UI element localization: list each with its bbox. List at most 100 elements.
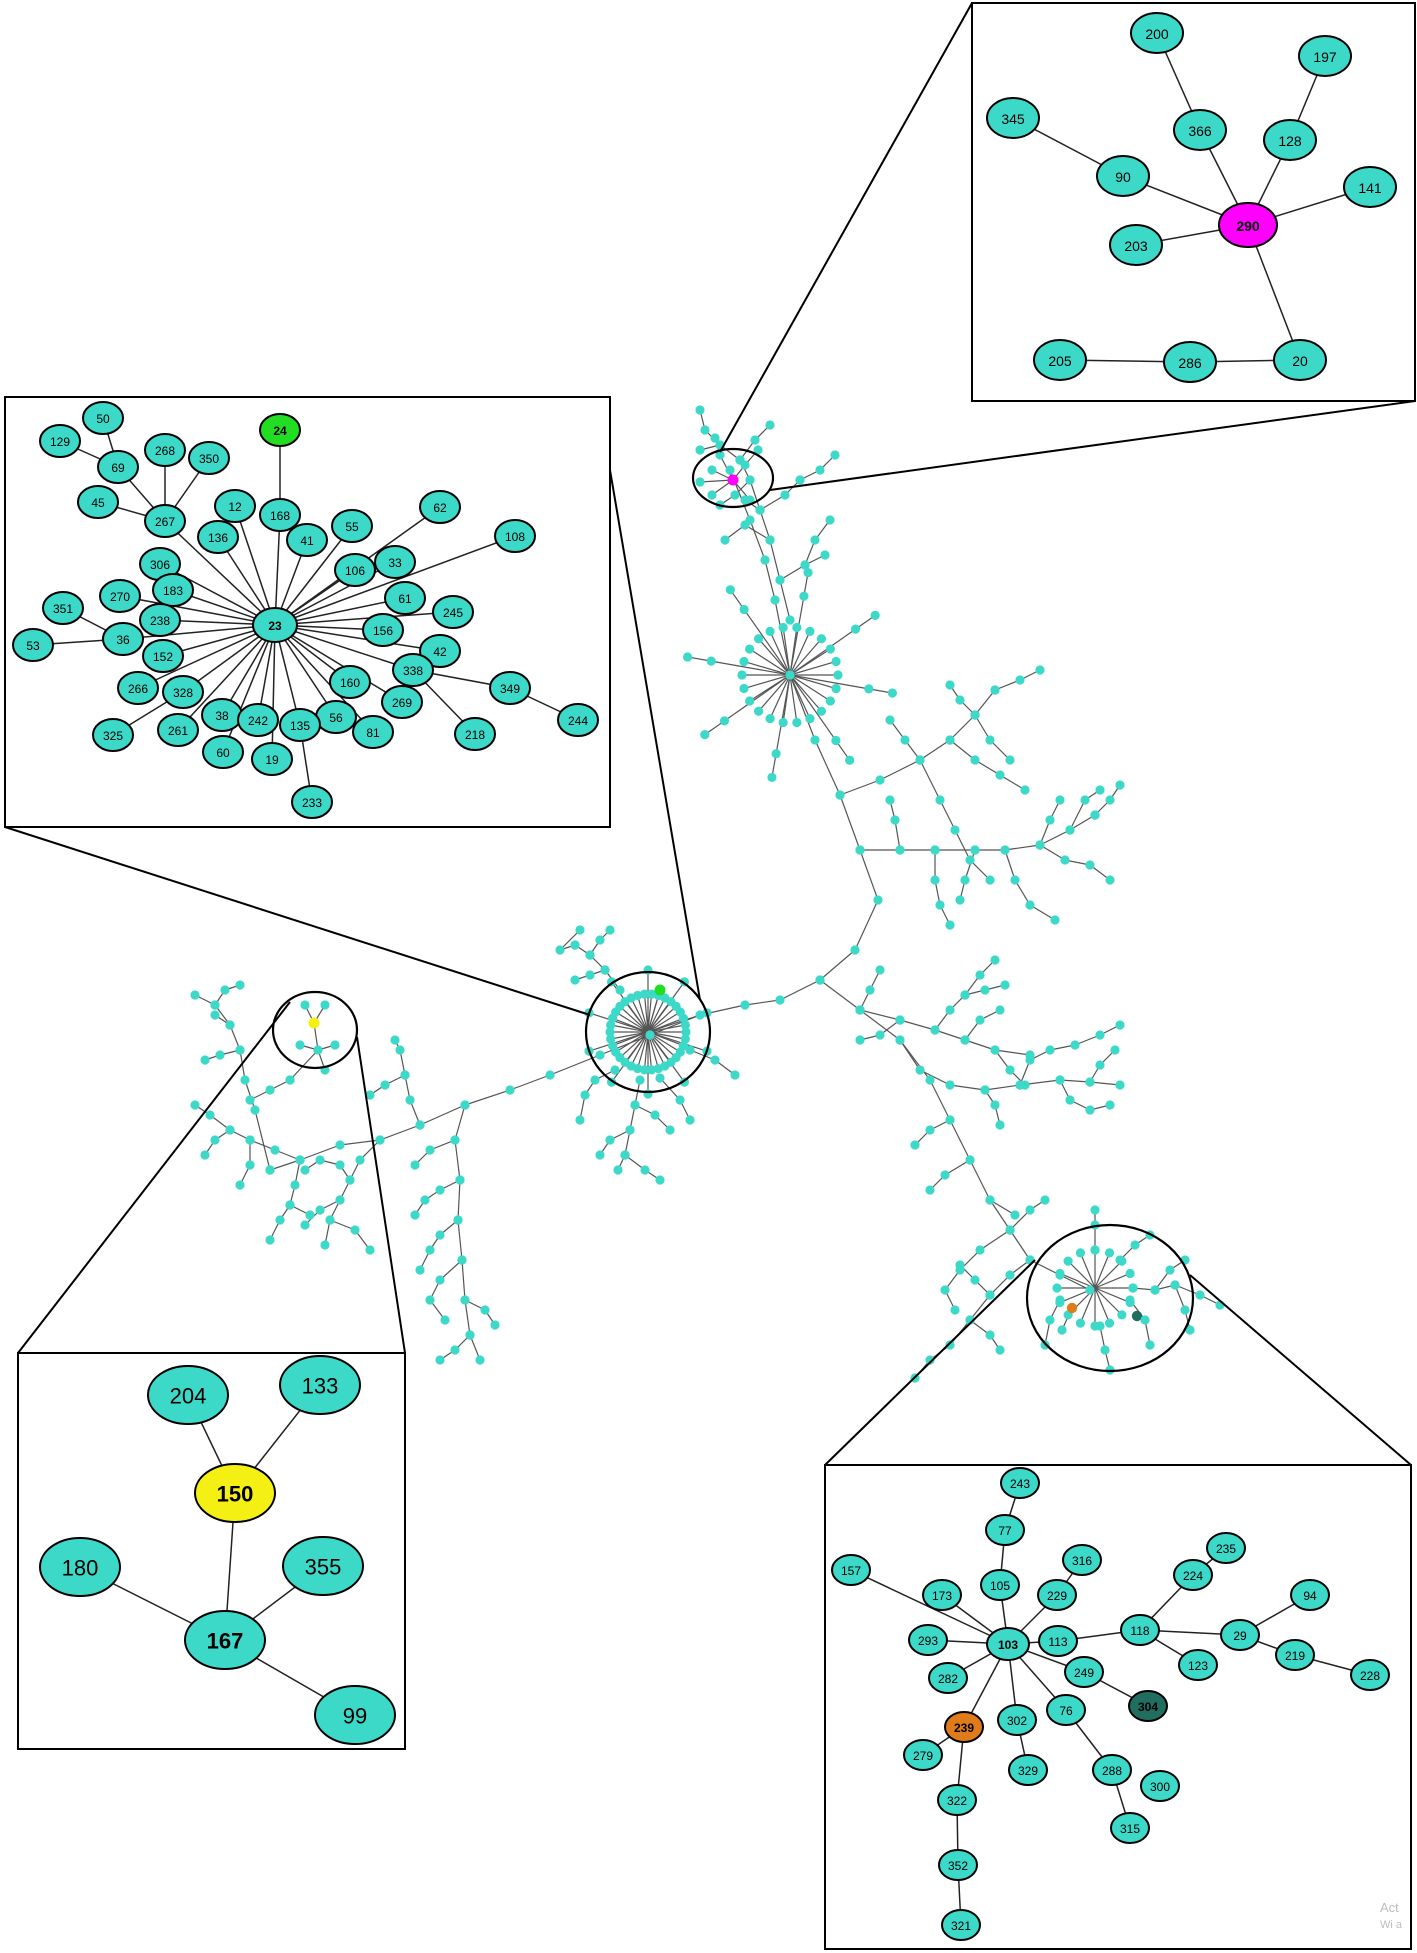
network-edge — [839, 779, 881, 796]
node-349-label: 349 — [500, 682, 520, 696]
node-266-label: 266 — [128, 682, 148, 696]
node-61: 61 — [384, 581, 426, 615]
network-node — [775, 575, 785, 585]
network-node — [620, 1150, 630, 1160]
node-224-label: 224 — [1183, 1569, 1203, 1583]
node-60-label: 60 — [216, 746, 230, 760]
network-edge — [984, 1084, 1021, 1091]
node-200-label: 200 — [1145, 26, 1169, 42]
network-node — [475, 1355, 485, 1365]
node-355-ellipse — [282, 1536, 364, 1596]
network-node — [765, 626, 775, 636]
network-edge — [969, 1294, 991, 1321]
network-edge — [454, 1104, 466, 1141]
node-76-ellipse — [1046, 1694, 1086, 1726]
network-edge — [954, 829, 971, 861]
network-node — [831, 735, 841, 746]
node-129-label: 129 — [50, 435, 70, 449]
network-node — [245, 1160, 255, 1170]
network-node — [945, 680, 955, 690]
node-167-ellipse — [184, 1610, 266, 1670]
node-245-label: 245 — [443, 606, 463, 620]
node-180-label: 180 — [62, 1556, 99, 1581]
node-36-ellipse — [102, 622, 144, 656]
node-105: 105 — [980, 1569, 1020, 1601]
network-node — [737, 670, 747, 680]
network-node — [955, 695, 965, 705]
network-node — [785, 670, 795, 680]
network-node — [970, 755, 980, 765]
node-238-label: 238 — [150, 614, 170, 628]
node-270: 270 — [99, 579, 141, 613]
network-node — [830, 450, 840, 460]
network-node — [643, 965, 653, 975]
network-edge — [1094, 1287, 1123, 1316]
watermark-line-2: Wi a — [1380, 1919, 1403, 1931]
node-219-ellipse — [1275, 1639, 1315, 1671]
node-300-label: 300 — [1150, 1780, 1170, 1794]
node-81-ellipse — [352, 715, 394, 749]
node-268-ellipse — [144, 433, 186, 467]
node-42-label: 42 — [433, 645, 447, 659]
network-node — [710, 433, 720, 443]
zoom-connector-line — [769, 400, 1416, 491]
network-edge — [647, 1031, 686, 1040]
node-20: 20 — [1273, 339, 1327, 381]
node-268-label: 268 — [155, 444, 175, 458]
network-edge — [969, 1159, 991, 1201]
network-node — [925, 1075, 935, 1085]
node-20-label: 20 — [1292, 353, 1308, 369]
network-node — [805, 714, 815, 724]
network-node — [845, 755, 855, 765]
node-351: 351 — [42, 591, 84, 625]
network-node — [740, 1000, 750, 1010]
network-node — [1115, 1255, 1125, 1265]
inset-edge-23-55 — [274, 525, 353, 626]
network-edge — [1069, 814, 1096, 831]
network-node — [425, 1245, 435, 1255]
node-118: 118 — [1120, 1614, 1160, 1646]
network-node — [245, 1135, 255, 1145]
node-50: 50 — [82, 401, 124, 435]
network-node — [925, 1185, 935, 1195]
node-152-label: 152 — [153, 650, 173, 664]
network-node — [375, 1135, 385, 1145]
network-node — [210, 1010, 220, 1020]
node-152: 152 — [142, 639, 184, 673]
network-node — [1117, 1310, 1127, 1320]
network-edge — [974, 689, 996, 716]
network-node — [235, 1180, 245, 1190]
network-node — [460, 1100, 470, 1110]
node-76: 76 — [1046, 1694, 1086, 1726]
network-edge — [964, 849, 976, 881]
network-edge — [743, 674, 791, 690]
network-node — [265, 1165, 275, 1175]
network-node — [633, 990, 643, 1001]
network-node — [480, 1305, 490, 1315]
network-node — [285, 1200, 295, 1210]
network-node — [681, 1027, 691, 1037]
network-edge — [789, 660, 837, 676]
node-156: 156 — [362, 613, 404, 647]
node-160-ellipse — [329, 665, 371, 699]
network-node — [210, 1135, 220, 1145]
node-288-label: 288 — [1102, 1764, 1122, 1778]
network-edge — [789, 674, 822, 712]
network-node — [765, 535, 775, 545]
node-118-ellipse — [1120, 1614, 1160, 1646]
network-node — [955, 1260, 965, 1270]
network-node — [625, 1125, 635, 1135]
node-338-ellipse — [392, 653, 434, 687]
inset-edge-23-168 — [274, 514, 281, 626]
network-edge — [457, 1219, 463, 1261]
network-edge — [789, 674, 837, 690]
network-edge — [839, 794, 861, 851]
node-322-ellipse — [937, 1784, 977, 1816]
network-node — [816, 634, 827, 644]
node-249-label: 249 — [1074, 1666, 1094, 1680]
node-160-label: 160 — [340, 676, 360, 690]
